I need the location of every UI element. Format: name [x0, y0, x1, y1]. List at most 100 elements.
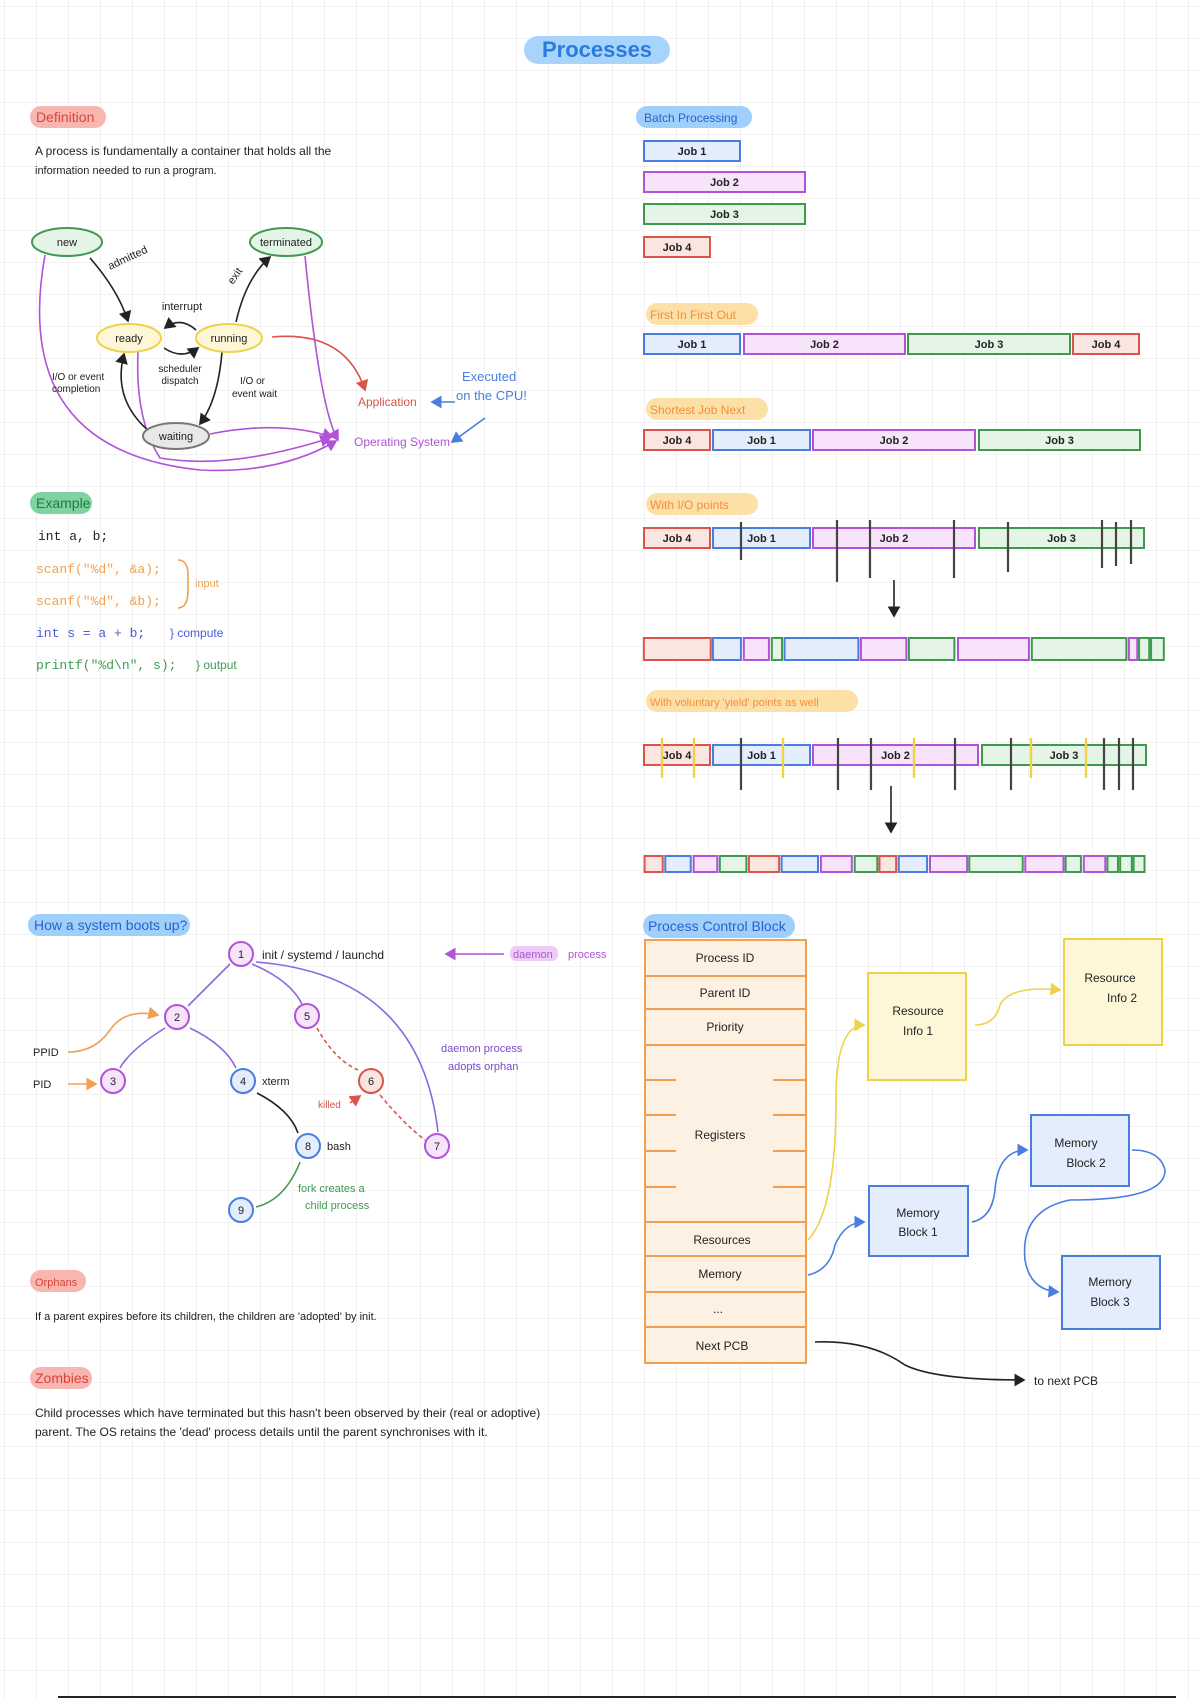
- definition-section: Definition A process is fundamentally a …: [30, 106, 332, 177]
- time-slice-job3: [718, 855, 748, 873]
- bash-label: bash: [327, 1141, 351, 1153]
- time-slice-job1: [664, 855, 692, 873]
- scheduler-dispatch-label: dispatch: [161, 376, 198, 387]
- job-bar-job4: Job 4: [643, 527, 711, 549]
- time-slice-job2: [1127, 637, 1139, 661]
- job-bar-job1: Job 1: [643, 333, 741, 355]
- svg-text:Job 1: Job 1: [678, 339, 707, 351]
- job-bar-job2: Job 2: [643, 171, 806, 193]
- time-slice-job2: [692, 855, 719, 873]
- interrupt-label: interrupt: [162, 301, 202, 313]
- process-node-6: 6: [358, 1068, 384, 1094]
- svg-text:Child processes which have ter: Child processes which have terminated bu…: [35, 1406, 540, 1420]
- svg-text:Memory: Memory: [1088, 1275, 1131, 1289]
- input-annotation: input: [195, 578, 219, 590]
- job-bar-job4: Job 4: [643, 744, 711, 766]
- time-slice-job3: [1030, 637, 1128, 661]
- operating-system-label: Operating System: [354, 435, 450, 449]
- job-bar-job3: Job 3: [978, 429, 1141, 451]
- io-wait-label: event wait: [232, 389, 277, 400]
- job-bar-job1: Job 1: [712, 744, 811, 766]
- svg-text:Job 4: Job 4: [663, 435, 693, 447]
- time-slice-job2: [1024, 855, 1065, 873]
- time-slice-job3: [907, 637, 956, 661]
- io-pill: [646, 493, 758, 515]
- svg-text:Job 3: Job 3: [1050, 750, 1079, 762]
- adopts-orphan-label: daemon process: [441, 1043, 523, 1055]
- svg-text:Memory: Memory: [1054, 1136, 1097, 1150]
- time-slice-job3: [770, 637, 783, 661]
- svg-text:terminated: terminated: [260, 237, 312, 249]
- svg-text:With voluntary 'yield' points: With voluntary 'yield' points as well: [650, 697, 819, 709]
- time-slice-job3: [1150, 637, 1165, 661]
- time-slice-job3: [1064, 855, 1082, 873]
- svg-text:2: 2: [174, 1012, 180, 1024]
- svg-text:Job 4: Job 4: [1092, 339, 1122, 351]
- pcb-row: Registers: [695, 1128, 746, 1142]
- svg-text:Job 1: Job 1: [678, 146, 707, 158]
- time-slice-job4: [878, 855, 898, 873]
- svg-text:Example: Example: [36, 495, 91, 511]
- sjn-pill: [646, 398, 768, 420]
- svg-text:9: 9: [238, 1205, 244, 1217]
- svg-text:running: running: [211, 333, 248, 345]
- svg-text:Job 2: Job 2: [880, 435, 909, 447]
- job-bar-job2: Job 2: [812, 744, 979, 766]
- time-slice-job4: [642, 637, 712, 661]
- svg-text:Resource: Resource: [892, 1004, 944, 1018]
- svg-text:Batch Processing: Batch Processing: [644, 111, 737, 125]
- fork-label: child process: [305, 1200, 370, 1212]
- time-slice-job3: [1138, 637, 1151, 661]
- application-label: Application: [358, 395, 417, 409]
- code-line: scanf("%d", &a);: [36, 562, 161, 577]
- definition-pill: [30, 106, 106, 128]
- svg-text:Job 2: Job 2: [810, 339, 839, 351]
- svg-text:Job 2: Job 2: [881, 750, 910, 762]
- svg-text:Process Control Block: Process Control Block: [648, 918, 787, 934]
- time-slice-job2: [929, 855, 969, 873]
- time-slice-job1: [783, 637, 860, 661]
- scheduler-dispatch-label: scheduler: [158, 364, 202, 375]
- time-slice-job3: [1119, 855, 1133, 873]
- svg-text:Job 4: Job 4: [663, 750, 693, 762]
- svg-text:Shortest Job Next: Shortest Job Next: [650, 403, 746, 417]
- process-node-9: 9: [228, 1197, 254, 1223]
- time-slice-job3: [1106, 855, 1120, 873]
- job-bar-job2: Job 2: [812, 429, 976, 451]
- time-slice-job3: [1132, 855, 1146, 873]
- ppid-label: PPID: [33, 1047, 59, 1059]
- job-bar-job3: Job 3: [907, 333, 1071, 355]
- svg-text:If a parent expires before its: If a parent expires before its children,…: [35, 1311, 377, 1323]
- pcb-row: ...: [713, 1302, 723, 1316]
- compute-annotation: } compute: [170, 626, 224, 640]
- pcb-row: Process ID: [696, 951, 755, 965]
- batch-pill: [636, 106, 752, 128]
- process-node-3: 3: [100, 1068, 126, 1094]
- svg-text:Job 3: Job 3: [1047, 533, 1076, 545]
- svg-text:Job 3: Job 3: [975, 339, 1004, 351]
- pcb-row: Parent ID: [700, 986, 751, 1000]
- job-bar-job1: Job 1: [712, 527, 811, 549]
- io-completion-label: completion: [52, 384, 100, 395]
- svg-text:Job 1: Job 1: [747, 750, 776, 762]
- definition-text: information needed to run a program.: [35, 165, 217, 177]
- scheduling-section: Batch Processing First In First Out Shor…: [636, 106, 901, 834]
- time-slice-job1: [897, 855, 929, 873]
- svg-text:waiting: waiting: [158, 431, 193, 443]
- time-slice-job4: [643, 855, 664, 873]
- adopts-orphan-label: adopts orphan: [448, 1061, 518, 1073]
- svg-text:Job 1: Job 1: [747, 533, 776, 545]
- svg-text:How a system boots up?: How a system boots up?: [34, 917, 188, 933]
- state-new: new: [31, 227, 103, 257]
- init-label: init / systemd / launchd: [262, 948, 384, 962]
- code-line: int a, b;: [38, 529, 108, 544]
- process-node-4: 4: [230, 1068, 256, 1094]
- pcb-row: Resources: [693, 1233, 750, 1247]
- example-pill: [30, 492, 92, 514]
- time-slice-job1: [711, 637, 742, 661]
- svg-text:Memory: Memory: [896, 1206, 939, 1220]
